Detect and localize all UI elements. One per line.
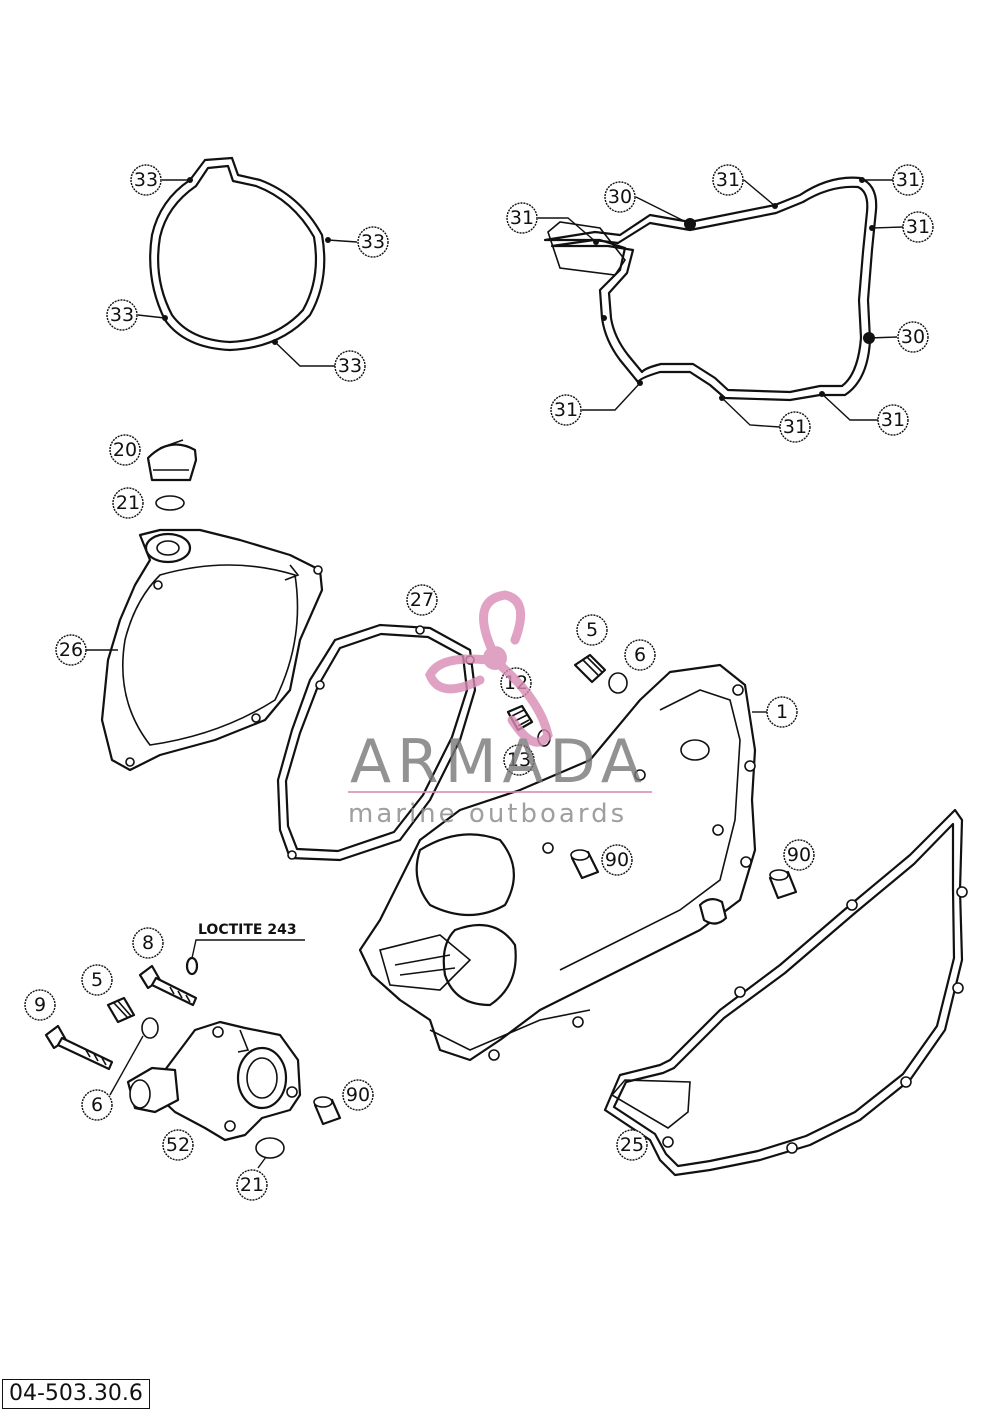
callout-33-c: 33: [106, 299, 138, 331]
o-ring-21-top: [155, 495, 185, 511]
svg-text:5: 5: [586, 619, 598, 641]
watermark-tagline: marine outboards: [348, 799, 627, 829]
callout-13: 13: [503, 744, 535, 776]
watermark-brand: ARMADA: [350, 727, 648, 797]
svg-text:31: 31: [896, 169, 920, 191]
callout-8: 8: [132, 927, 164, 959]
leader-loctite: [191, 939, 305, 959]
svg-text:31: 31: [906, 216, 930, 238]
svg-text:33: 33: [361, 231, 385, 253]
callout-31-b: 31: [892, 164, 924, 196]
svg-text:6: 6: [91, 1094, 103, 1116]
callout-27: 27: [406, 584, 438, 616]
svg-text:21: 21: [116, 492, 140, 514]
callout-31-d: 31: [506, 202, 538, 234]
crankcase-half-1: [358, 663, 757, 1062]
dowel-sleeve-90-bottom: [313, 1096, 342, 1126]
callout-90-a: 90: [601, 844, 633, 876]
callout-31-f: 31: [779, 411, 811, 443]
svg-text:33: 33: [110, 304, 134, 326]
svg-text:90: 90: [605, 849, 629, 871]
callout-6-b: 6: [81, 1089, 113, 1121]
svg-text:31: 31: [783, 416, 807, 438]
gasket-33: [149, 156, 331, 352]
callout-33-b: 33: [357, 226, 389, 258]
seal-ring-6-top: [608, 672, 628, 694]
leader-21-bottom: [257, 1156, 267, 1169]
svg-text:25: 25: [620, 1134, 644, 1156]
armada-watermark: ARMADA marine outboards: [348, 590, 652, 829]
leaders-30-31: [538, 179, 904, 428]
svg-text:31: 31: [554, 399, 578, 421]
callout-1: 1: [766, 696, 798, 728]
svg-text:33: 33: [338, 355, 362, 377]
svg-text:6: 6: [634, 644, 646, 666]
callout-9: 9: [24, 989, 56, 1021]
drain-screw-5-bottom: [106, 996, 136, 1024]
leaders-33: [137, 179, 358, 367]
svg-text:31: 31: [881, 409, 905, 431]
callout-31-g: 31: [877, 404, 909, 436]
svg-text:5: 5: [91, 969, 103, 991]
callout-6-a: 6: [624, 639, 656, 671]
callout-90-b: 90: [783, 839, 815, 871]
callout-21-a: 21: [112, 487, 144, 519]
callout-30-b: 30: [897, 321, 929, 353]
svg-text:8: 8: [142, 932, 154, 954]
callout-31-e: 31: [550, 394, 582, 426]
clutch-cover-26: [100, 528, 324, 772]
svg-text:90: 90: [346, 1084, 370, 1106]
dowel-sleeve-90-right: [768, 869, 798, 900]
callout-31-c: 31: [902, 211, 934, 243]
svg-text:1: 1: [776, 701, 788, 723]
bolt-8: [138, 964, 198, 1007]
gasket-25: [603, 808, 968, 1177]
svg-text:33: 33: [134, 169, 158, 191]
svg-text:52: 52: [166, 1134, 190, 1156]
svg-text:27: 27: [410, 589, 434, 611]
callout-31-a: 31: [712, 164, 744, 196]
water-pump-cover-52: [126, 1020, 302, 1142]
propeller-logo-icon: [425, 590, 553, 747]
o-ring-21-bottom: [255, 1137, 285, 1159]
callout-30-a: 30: [604, 181, 636, 213]
callout-33-a: 33: [130, 164, 162, 196]
svg-text:31: 31: [510, 207, 534, 229]
svg-text:30: 30: [608, 186, 632, 208]
svg-text:9: 9: [34, 994, 46, 1016]
loctite-note: LOCTITE 243: [198, 922, 297, 938]
svg-text:21: 21: [240, 1174, 264, 1196]
callout-5-b: 5: [81, 964, 113, 996]
svg-text:90: 90: [787, 844, 811, 866]
svg-text:20: 20: [113, 439, 137, 461]
callout-20: 20: [109, 434, 141, 466]
callout-33-d: 33: [334, 350, 366, 382]
callout-26: 26: [55, 634, 87, 666]
callout-25: 25: [616, 1129, 648, 1161]
callout-90-c: 90: [342, 1079, 374, 1111]
loctite-drop: [185, 956, 199, 976]
propeller-hub: [483, 646, 507, 670]
oil-filler-plug-20: [146, 439, 198, 482]
svg-text:26: 26: [59, 639, 83, 661]
svg-text:31: 31: [716, 169, 740, 191]
callout-52: 52: [162, 1129, 194, 1161]
callout-21-b: 21: [236, 1169, 268, 1201]
drain-screw-5-top: [573, 653, 607, 684]
seal-ring-6-bottom: [141, 1017, 159, 1039]
svg-text:13: 13: [507, 749, 531, 771]
callout-5-a: 5: [576, 614, 608, 646]
reference-code: 04-503.30.6: [2, 1379, 150, 1409]
gasket-27: [276, 623, 477, 862]
leader-6-bottom: [109, 1035, 144, 1096]
svg-text:30: 30: [901, 326, 925, 348]
gasket-30-31: [543, 176, 878, 402]
dowel-sleeve-90-middle: [570, 849, 600, 880]
bolt-9: [44, 1024, 114, 1071]
